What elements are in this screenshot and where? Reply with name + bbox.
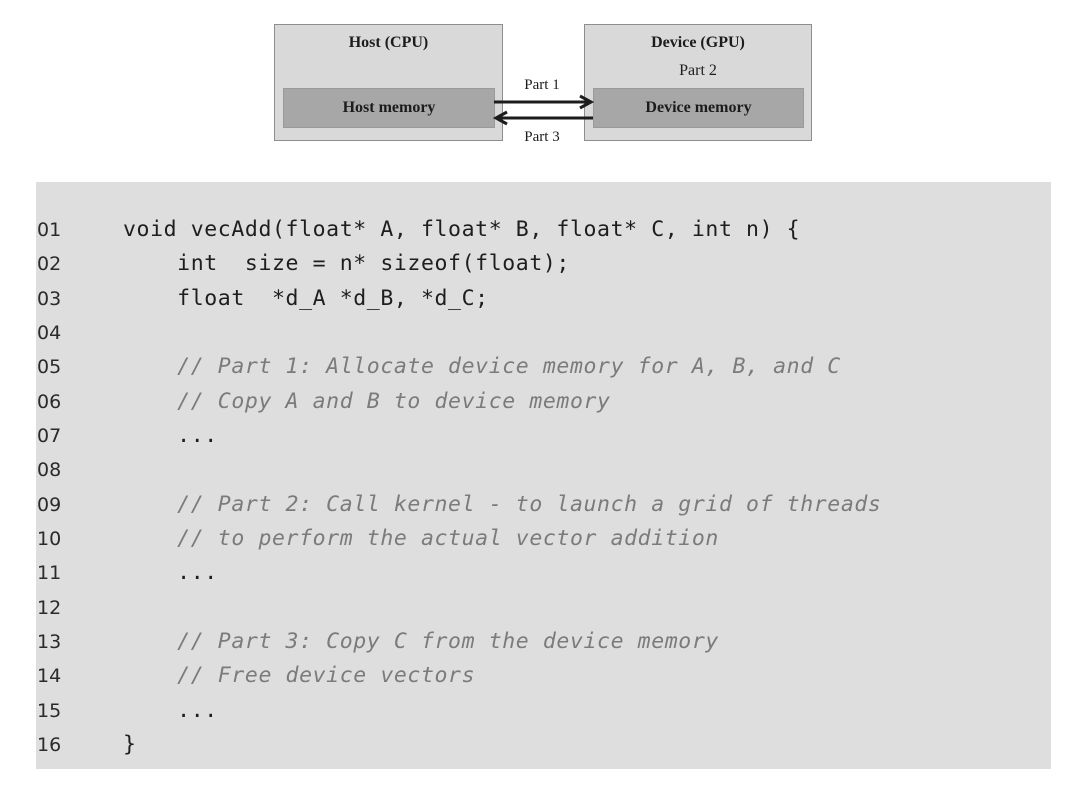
- device-box: Device (GPU) Part 2 Device memory: [584, 24, 812, 141]
- code-line: 08: [36, 453, 1051, 487]
- code-line: 11 ...: [36, 556, 1051, 590]
- line-number: 01: [37, 219, 62, 241]
- code-line: 04: [36, 316, 1051, 350]
- code-text: ...: [123, 697, 218, 723]
- code-text: void vecAdd(float* A, float* B, float* C…: [123, 217, 801, 242]
- arrow-host-to-device: [494, 94, 595, 110]
- arrow-device-to-host: [492, 110, 593, 126]
- transfer-arrows: [492, 94, 595, 126]
- code-line: 07 ...: [36, 419, 1051, 453]
- code-line: 02 int size = n* sizeof(float);: [36, 247, 1051, 281]
- code-text: ...: [123, 560, 218, 586]
- code-text: ...: [123, 422, 218, 448]
- code-listing: 01 void vecAdd(float* A, float* B, float*…: [36, 182, 1051, 769]
- device-memory-label: Device memory: [645, 99, 752, 116]
- code-line: 12: [36, 591, 1051, 625]
- device-title: Device (GPU): [651, 34, 745, 51]
- code-comment: // Free device vectors: [123, 663, 476, 689]
- line-number: 11: [37, 562, 62, 585]
- code-comment: // Part 2: Call kernel - to launch a gri…: [123, 491, 882, 517]
- code-line: 10 // to perform the actual vector addit…: [36, 522, 1051, 556]
- line-number: 10: [37, 527, 62, 550]
- part3-label: Part 3: [524, 129, 560, 145]
- code-line: 15 ...: [36, 694, 1051, 728]
- line-number: 14: [37, 665, 62, 688]
- line-number: 16: [37, 733, 62, 756]
- code-comment: // Part 3: Copy C from the device memory: [123, 628, 719, 654]
- device-part2-label: Part 2: [679, 62, 717, 79]
- line-number: 09: [37, 493, 62, 516]
- code-line: 16}: [36, 728, 1051, 762]
- code-comment: // to perform the actual vector addition: [123, 525, 719, 551]
- code-text: }: [123, 731, 137, 757]
- line-number: 04: [37, 321, 62, 344]
- line-number: 15: [37, 699, 62, 722]
- code-line: 01 void vecAdd(float* A, float* B, float*…: [36, 213, 1051, 247]
- line-number: 13: [37, 630, 62, 653]
- host-device-diagram: Host (CPU) Host memory Device (GPU) Part…: [0, 0, 1082, 160]
- line-number: 06: [37, 390, 62, 413]
- device-memory-box: Device memory: [593, 88, 804, 128]
- code-line: 14 // Free device vectors: [36, 659, 1051, 693]
- line-number: 02: [37, 253, 62, 276]
- host-title: Host (CPU): [348, 34, 429, 51]
- part1-label: Part 1: [524, 77, 560, 93]
- line-number: 12: [37, 596, 62, 619]
- code-line: 06 // Copy A and B to device memory: [36, 385, 1051, 419]
- host-memory-box: Host memory: [283, 88, 495, 128]
- host-memory-label: Host memory: [342, 99, 436, 116]
- code-line: 13 // Part 3: Copy C from the device mem…: [36, 625, 1051, 659]
- code-line: 03 float *d_A *d_B, *d_C;: [36, 282, 1051, 316]
- code-comment: // Copy A and B to device memory: [123, 388, 611, 414]
- code-line: 05 // Part 1: Allocate device memory for…: [36, 350, 1051, 384]
- code-comment: // Part 1: Allocate device memory for A,…: [123, 354, 841, 380]
- line-number: 07: [37, 424, 62, 447]
- code-text: float *d_A *d_B, *d_C;: [123, 285, 489, 311]
- host-box: Host (CPU) Host memory: [274, 24, 503, 141]
- code-text: int size = n* sizeof(float);: [123, 251, 570, 277]
- line-number: 08: [37, 459, 62, 482]
- code-line: 09 // Part 2: Call kernel - to launch a …: [36, 488, 1051, 522]
- line-number: 03: [37, 287, 62, 310]
- line-number: 05: [37, 356, 62, 379]
